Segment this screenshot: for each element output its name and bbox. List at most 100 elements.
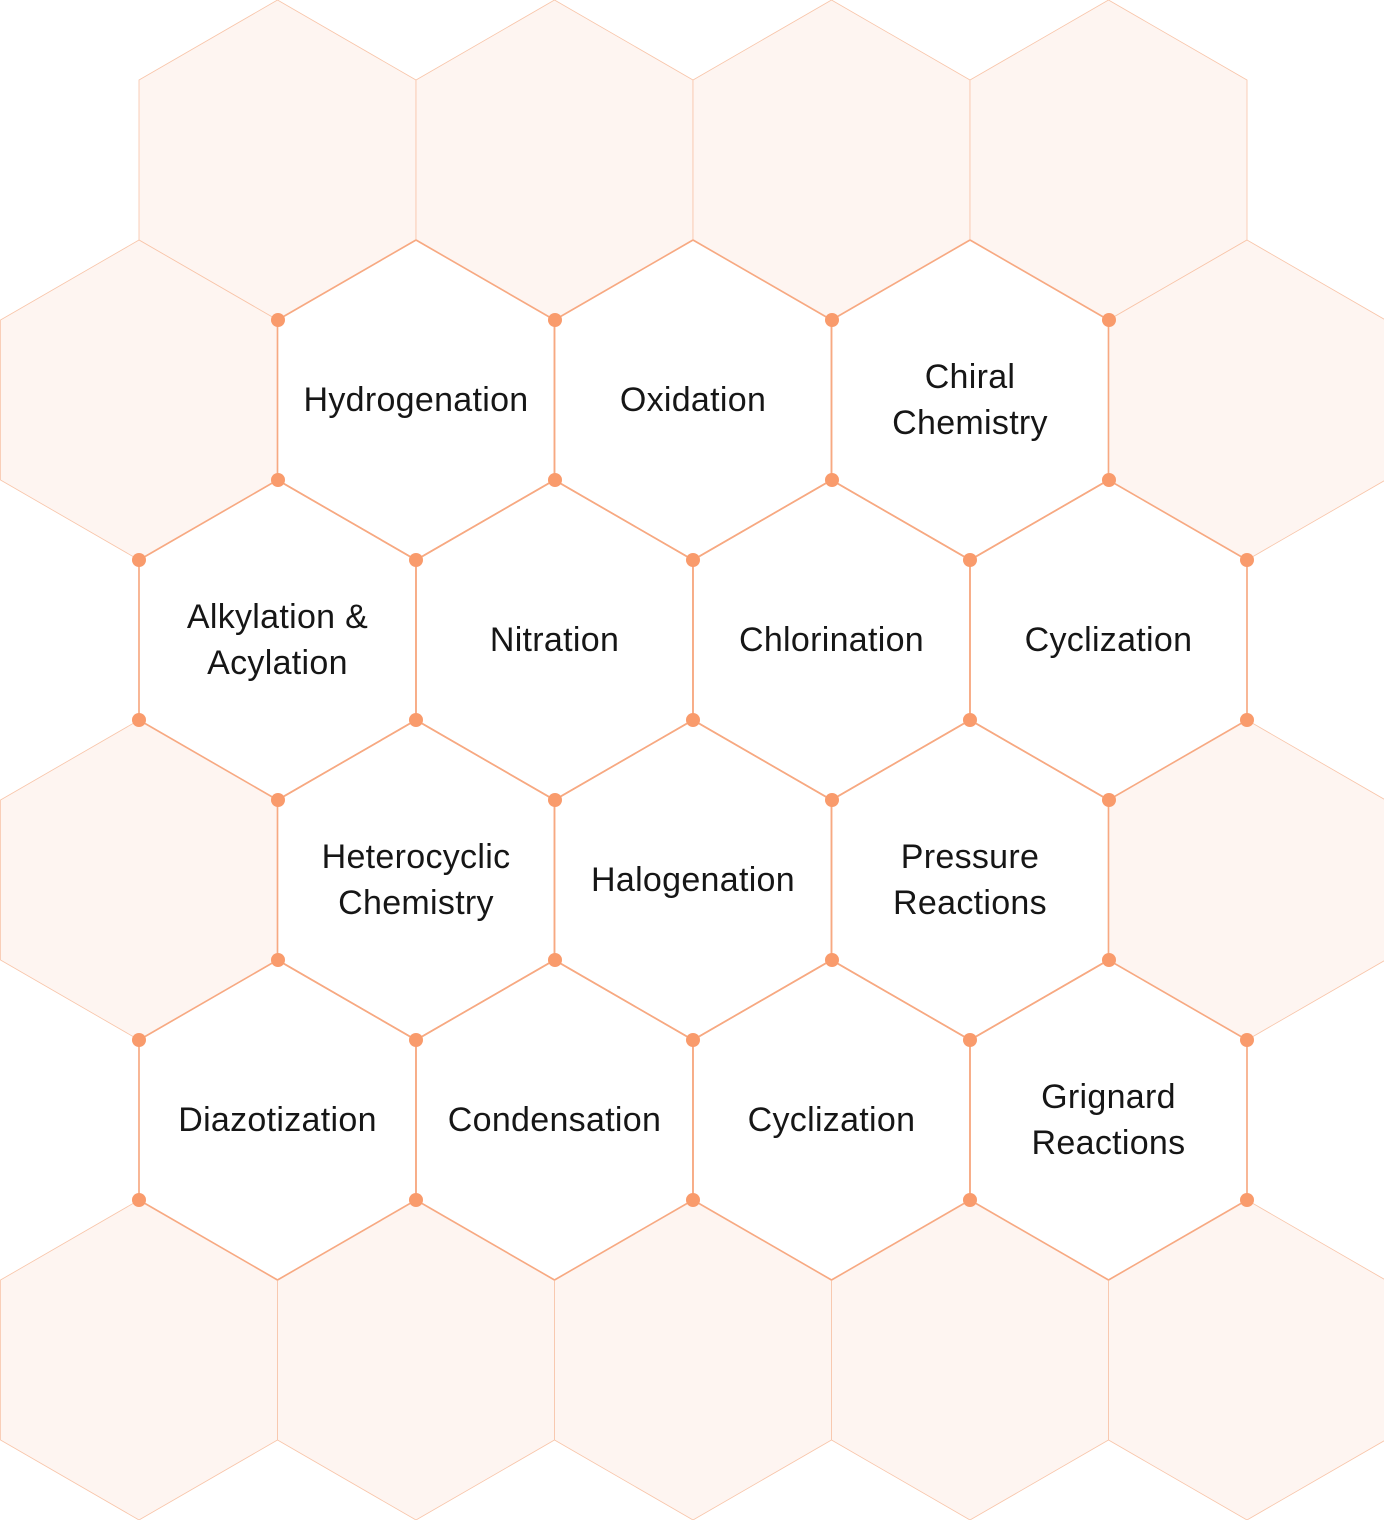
vertex-dot xyxy=(409,1033,423,1047)
hexagon-edge xyxy=(1108,959,1248,1041)
hexagon-edge xyxy=(277,719,417,801)
hexagon-edge xyxy=(138,719,278,801)
reaction-label-line: Oxidation xyxy=(619,381,767,419)
reaction-label-line: Nitration xyxy=(489,621,620,659)
hexagon-edge xyxy=(277,959,417,1041)
vertex-dot xyxy=(1240,553,1254,567)
vertex-dot xyxy=(271,953,285,967)
hexagon-edge xyxy=(969,239,1109,321)
vertex-dot xyxy=(1102,313,1116,327)
vertex-dot xyxy=(271,313,285,327)
hexagon-edge xyxy=(138,1199,278,1281)
vertex-dot xyxy=(548,313,562,327)
reaction-label-line: Hydrogenation xyxy=(303,381,529,419)
hexagon-edge xyxy=(692,239,832,321)
vertex-dot xyxy=(271,473,285,487)
reaction-label: Diazotization xyxy=(153,1097,403,1143)
vertex-dot xyxy=(825,313,839,327)
hexagon-edge xyxy=(277,479,417,561)
vertex-dot xyxy=(1240,1193,1254,1207)
reaction-label-line: Heterocyclic xyxy=(321,838,511,876)
reaction-label-line: Cyclization xyxy=(747,1101,916,1139)
vertex-dot xyxy=(132,713,146,727)
vertex-dot xyxy=(1102,473,1116,487)
reaction-label: Alkylation &Acylation xyxy=(153,594,403,686)
reaction-label-line: Pressure xyxy=(900,838,1040,876)
vertex-dot xyxy=(686,1033,700,1047)
hexagon-edge xyxy=(969,479,1109,561)
hexagon-edge xyxy=(554,959,694,1041)
hexagon-edge xyxy=(692,959,832,1041)
reaction-label: Condensation xyxy=(430,1097,680,1143)
reaction-label-line: Acylation xyxy=(207,644,348,682)
vertex-dot xyxy=(1102,793,1116,807)
hexagon-edge xyxy=(831,719,971,801)
hexagon-edge xyxy=(415,959,555,1041)
vertex-dot xyxy=(963,1033,977,1047)
reaction-label-line: Grignard xyxy=(1041,1078,1176,1116)
vertex-dot xyxy=(825,793,839,807)
hexagon-edge xyxy=(831,479,971,561)
hexagon-edge xyxy=(277,1199,417,1281)
vertex-dot xyxy=(132,553,146,567)
reaction-label-line: Halogenation xyxy=(591,861,795,899)
vertex-dot xyxy=(409,553,423,567)
hexagon-edge xyxy=(831,959,971,1041)
reaction-label: Cyclization xyxy=(707,1097,957,1143)
reaction-label: Hydrogenation xyxy=(291,377,541,423)
reaction-label: Nitration xyxy=(430,617,680,663)
hexagon-edge xyxy=(1108,1199,1248,1281)
vertex-dot xyxy=(548,793,562,807)
vertex-dot xyxy=(825,473,839,487)
hexagon-edge xyxy=(554,479,694,561)
reaction-label-line: Condensation xyxy=(447,1101,662,1139)
hexagon-edge xyxy=(969,1199,1109,1281)
hexagon-edge xyxy=(415,479,555,561)
vertex-dot xyxy=(132,1193,146,1207)
vertex-dot xyxy=(409,713,423,727)
vertex-dot xyxy=(1240,1033,1254,1047)
vertex-dot xyxy=(409,1193,423,1207)
reaction-label: Halogenation xyxy=(568,857,818,903)
vertex-dot xyxy=(963,553,977,567)
reaction-label-line: Reactions xyxy=(1031,1124,1186,1162)
reaction-label-line: Chiral xyxy=(924,358,1016,396)
reaction-label: Cyclization xyxy=(984,617,1234,663)
hexagon-edge xyxy=(415,1199,555,1281)
hexagon-edge xyxy=(277,239,417,321)
vertex-dot xyxy=(686,1193,700,1207)
hexagon-edge xyxy=(1108,479,1248,561)
reaction-label: Chlorination xyxy=(707,617,957,663)
vertex-dot xyxy=(825,953,839,967)
reaction-label-line: Chemistry xyxy=(338,884,494,922)
reaction-label-line: Chemistry xyxy=(892,404,1048,442)
reaction-label: Oxidation xyxy=(568,377,818,423)
hexagon-edge xyxy=(415,719,555,801)
hexagon-edge xyxy=(415,239,555,321)
vertex-dot xyxy=(132,1033,146,1047)
hexagon-edge xyxy=(831,1199,971,1281)
hexagon-edge xyxy=(692,1199,832,1281)
vertex-dot xyxy=(963,713,977,727)
hexagon-edge xyxy=(692,719,832,801)
vertex-dot xyxy=(548,473,562,487)
hexagon-edge xyxy=(138,959,278,1041)
vertex-dot xyxy=(1102,953,1116,967)
hexagon-edge xyxy=(692,479,832,561)
vertex-dot xyxy=(963,1193,977,1207)
hexagon-edge xyxy=(1108,719,1248,801)
hexagon-edge xyxy=(554,239,694,321)
hexagon-edge xyxy=(554,719,694,801)
hexagon-edge xyxy=(831,239,971,321)
reaction-label-line: Reactions xyxy=(893,884,1047,922)
vertex-dot xyxy=(686,713,700,727)
hexagon-edge xyxy=(554,1199,694,1281)
reaction-label-line: Chlorination xyxy=(738,621,925,659)
vertex-dot xyxy=(686,553,700,567)
